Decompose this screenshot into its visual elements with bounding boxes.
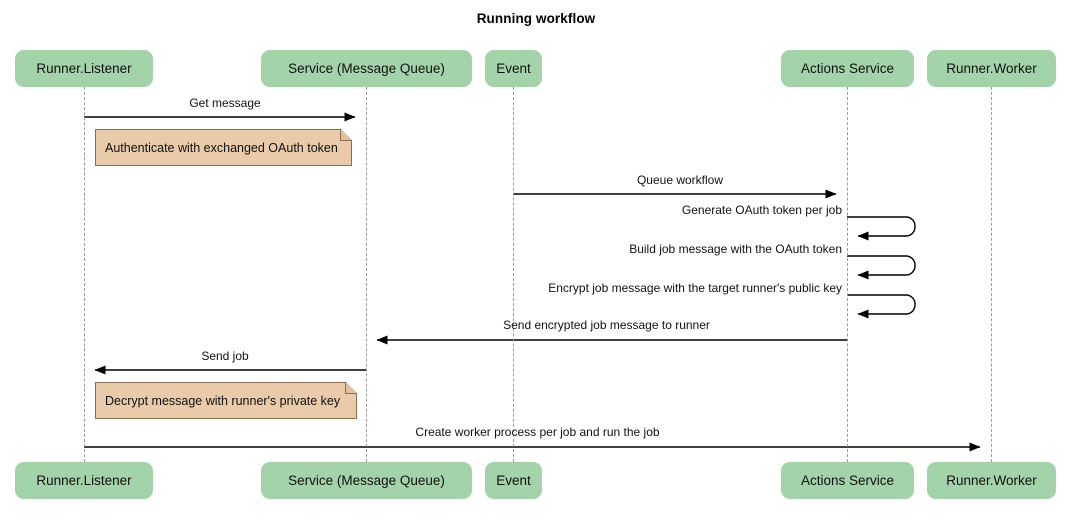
message-label-get-message: Get message — [189, 96, 261, 110]
message-label-create-worker-process-per-job-and-run-the-job: Create worker process per job and run th… — [415, 425, 660, 439]
diagram-title: Running workflow — [476, 11, 596, 26]
participant-label: Runner.Worker — [946, 61, 1037, 76]
participant-label: Actions Service — [800, 61, 895, 76]
message-label-build-job-message-with-the-oauth-token: Build job message with the OAuth token — [629, 242, 842, 256]
lifeline-runner-listener — [84, 87, 85, 462]
lifeline-runner-worker — [991, 87, 992, 462]
participant-footer-runner-listener[interactable]: Runner.Listener — [15, 462, 153, 499]
participant-label: Runner.Worker — [946, 473, 1037, 488]
participant-footer-service-message-queue[interactable]: Service (Message Queue) — [261, 462, 472, 499]
message-arrow-generate-oauth-token-per-job — [847, 216, 916, 241]
participant-label: Service (Message Queue) — [288, 473, 445, 488]
note-text: Decrypt message with runner's private ke… — [105, 393, 341, 408]
participant-header-service-message-queue[interactable]: Service (Message Queue) — [261, 50, 472, 87]
message-arrow-encrypt-job-message-with-target-runner-public-key — [847, 294, 916, 319]
message-label-queue-workflow: Queue workflow — [636, 173, 724, 187]
participant-label: Event — [496, 473, 531, 488]
participant-footer-event[interactable]: Event — [485, 462, 542, 499]
participant-header-runner-worker[interactable]: Runner.Worker — [927, 50, 1056, 87]
lifeline-event — [513, 87, 514, 462]
message-label-send-encrypted-job-message-to-runner: Send encrypted job message to runner — [503, 318, 710, 332]
lifeline-service-message-queue — [366, 87, 367, 462]
participant-header-runner-listener[interactable]: Runner.Listener — [15, 50, 153, 87]
message-arrow-build-job-message-with-the-oauth-token — [847, 255, 916, 280]
participant-label: Runner.Listener — [36, 61, 132, 76]
participant-header-actions-service[interactable]: Actions Service — [781, 50, 914, 87]
participant-label: Event — [496, 61, 531, 76]
participant-label: Service (Message Queue) — [288, 61, 445, 76]
note-decrypt: Decrypt message with runner's private ke… — [95, 382, 357, 419]
message-label-generate-oauth-token-per-job: Generate OAuth token per job — [681, 203, 842, 217]
participant-footer-actions-service[interactable]: Actions Service — [781, 462, 914, 499]
note-text: Authenticate with exchanged OAuth token — [105, 140, 338, 155]
note-authenticate: Authenticate with exchanged OAuth token — [95, 129, 352, 166]
participant-label: Runner.Listener — [36, 473, 132, 488]
participant-label: Actions Service — [800, 473, 895, 488]
message-label-send-job: Send job — [201, 349, 249, 363]
participant-header-event[interactable]: Event — [485, 50, 542, 87]
message-label-encrypt-job-message-with-target-runner-public-key: Encrypt job message with the target runn… — [548, 281, 842, 295]
participant-footer-runner-worker[interactable]: Runner.Worker — [927, 462, 1056, 499]
lifeline-actions-service — [847, 87, 848, 462]
